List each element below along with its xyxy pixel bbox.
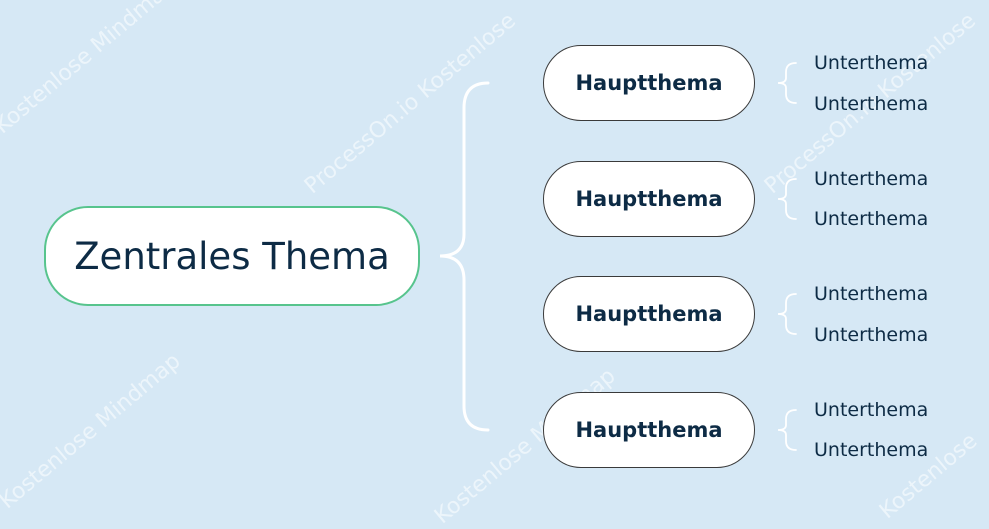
main-topic-node-3[interactable]: Hauptthema bbox=[543, 276, 755, 352]
subtopic-3-1[interactable]: Unterthema bbox=[814, 283, 929, 305]
central-topic-node[interactable]: Zentrales Thema bbox=[44, 206, 420, 306]
main-topic-label: Hauptthema bbox=[575, 187, 723, 211]
main-topic-label: Hauptthema bbox=[575, 418, 723, 442]
main-brace bbox=[439, 81, 490, 432]
main-topic-label: Hauptthema bbox=[575, 71, 723, 95]
main-topic-node-1[interactable]: Hauptthema bbox=[543, 45, 755, 121]
subtopic-1-2[interactable]: Unterthema bbox=[814, 93, 929, 115]
sub-brace-2 bbox=[777, 178, 797, 220]
subtopic-1-1[interactable]: Unterthema bbox=[814, 52, 929, 74]
central-topic-label: Zentrales Thema bbox=[74, 234, 390, 278]
sub-brace-3 bbox=[777, 293, 797, 335]
subtopic-4-1[interactable]: Unterthema bbox=[814, 399, 929, 421]
main-topic-node-4[interactable]: Hauptthema bbox=[543, 392, 755, 468]
main-topic-node-2[interactable]: Hauptthema bbox=[543, 161, 755, 237]
subtopic-2-2[interactable]: Unterthema bbox=[814, 208, 929, 230]
sub-brace-4 bbox=[777, 409, 797, 451]
sub-brace-1 bbox=[777, 62, 797, 104]
main-topic-label: Hauptthema bbox=[575, 302, 723, 326]
subtopic-2-1[interactable]: Unterthema bbox=[814, 168, 929, 190]
subtopic-4-2[interactable]: Unterthema bbox=[814, 439, 929, 461]
subtopic-3-2[interactable]: Unterthema bbox=[814, 324, 929, 346]
